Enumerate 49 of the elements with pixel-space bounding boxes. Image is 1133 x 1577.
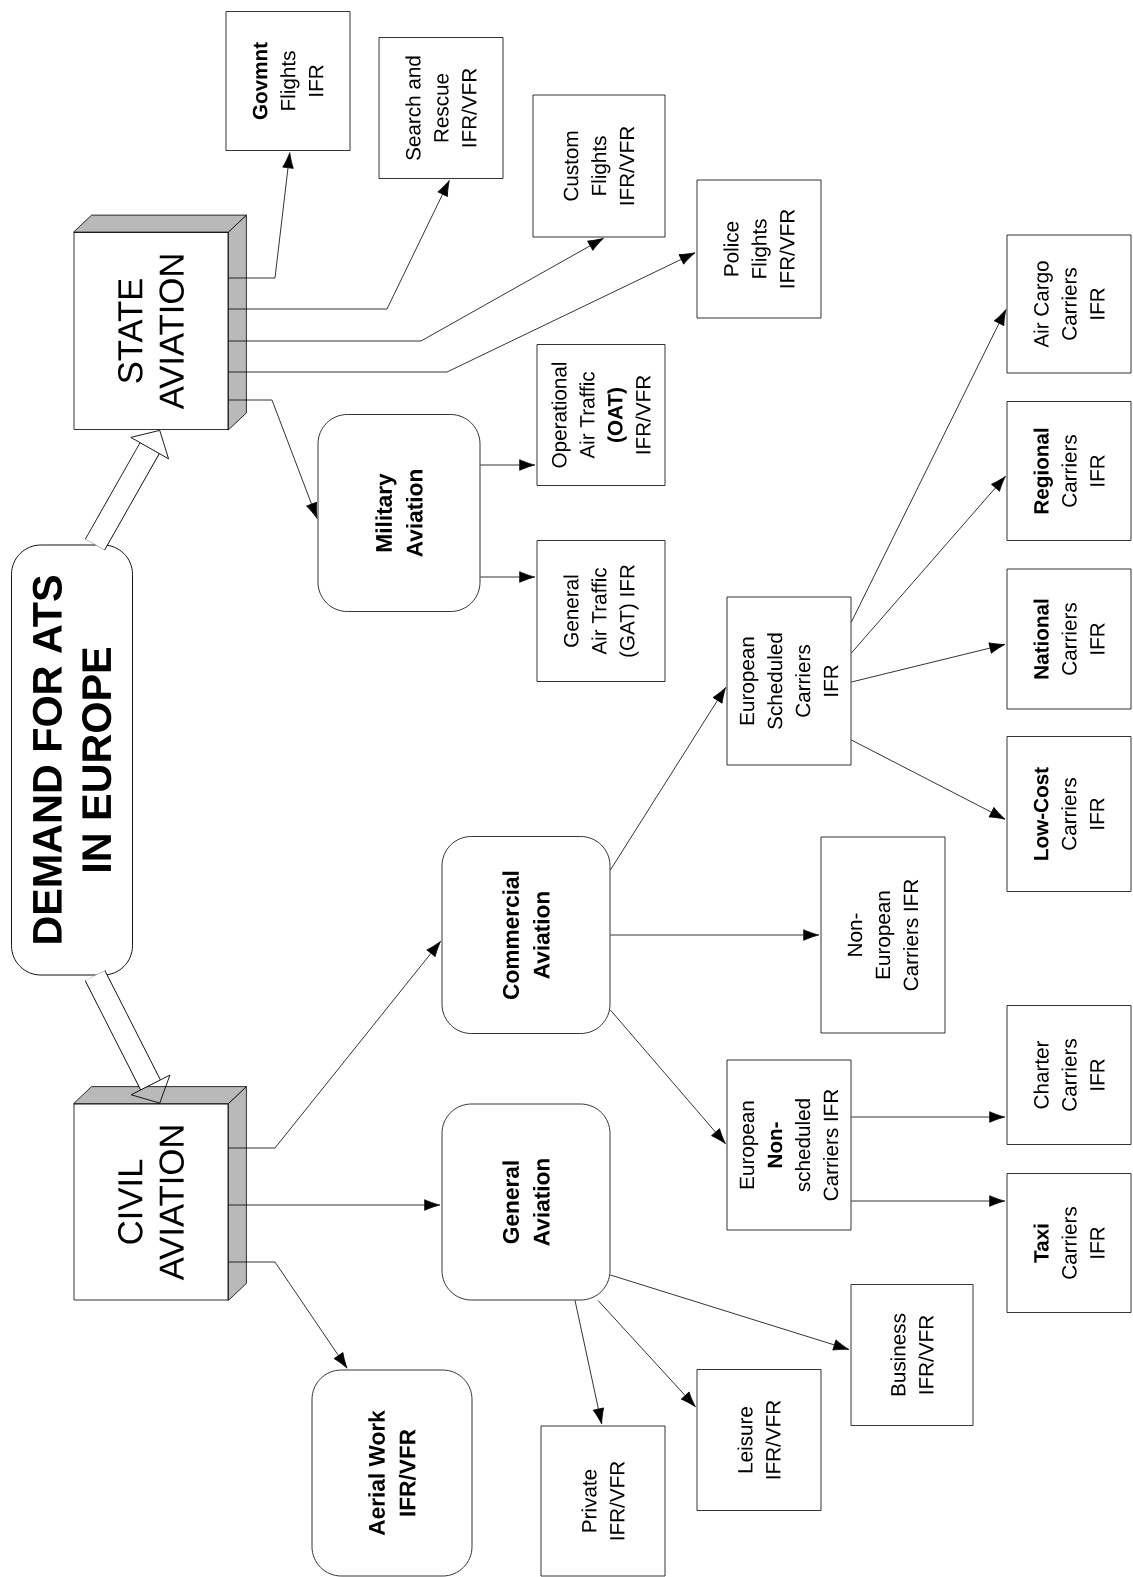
box: Search and Rescue IFR/VFR: [378, 37, 504, 179]
box: Low-Cost Carriers IFR: [1006, 736, 1132, 892]
arrow: [480, 459, 536, 471]
arrow: [228, 252, 696, 373]
box: National Carriers IFR: [1006, 568, 1132, 710]
box: Police Flights IFR/VFR: [696, 179, 822, 319]
box: Private IFR/VFR: [540, 1425, 666, 1577]
arrow: [610, 687, 727, 871]
arrow: [228, 941, 441, 1149]
box: Business IFR/VFR: [850, 1284, 974, 1426]
arrow: [480, 571, 536, 583]
arrow: [610, 1009, 726, 1145]
box: Custom Flights IFR/VFR: [532, 94, 666, 238]
box: Govmnt Flights IFR: [225, 11, 351, 151]
box: Charter Carriers IFR: [1006, 1005, 1132, 1145]
arrow: [851, 1111, 1006, 1123]
box: Leisure IFR/VFR: [696, 1369, 822, 1511]
arrow: [597, 1300, 696, 1408]
block-arrow: [85, 430, 169, 551]
rounded-box: Military Aviation: [317, 414, 481, 612]
arrow: [228, 237, 604, 342]
arrow: [851, 739, 1006, 820]
box: Air Cargo Carriers IFR: [1006, 234, 1132, 374]
box: Taxi Carriers IFR: [1006, 1173, 1132, 1313]
arrow: [228, 1261, 348, 1369]
box: Non-European Carriers IFR: [820, 836, 946, 1034]
arrow: [851, 1195, 1006, 1207]
arrow: [851, 475, 1006, 654]
box: European Non-scheduled Carriers IFR: [726, 1059, 852, 1231]
box: Operational Air Traffic (OAT) IFR/VFR: [536, 344, 666, 486]
rounded-box: General Aviation: [441, 1103, 611, 1301]
rounded-box: Aerial Work IFR/VFR: [311, 1369, 473, 1577]
arrow: [574, 1300, 605, 1425]
3d-box: CIVIL AVIATION: [73, 1086, 247, 1301]
arrow: [610, 929, 820, 941]
box: Regional Carriers IFR: [1006, 401, 1132, 541]
arrow: [228, 152, 294, 279]
box: European Scheduled Carriers IFR: [726, 596, 852, 766]
3d-box: STATE AVIATION: [73, 214, 247, 431]
arrow: [851, 642, 1006, 683]
title-box: DEMAND FOR ATS IN EUROPE: [11, 544, 133, 976]
arrow: [228, 399, 318, 519]
arrow: [610, 1274, 850, 1351]
rounded-box: Commercial Aviation: [441, 836, 611, 1034]
arrow: [228, 180, 450, 310]
block-arrow: [84, 970, 171, 1104]
arrow: [228, 1199, 441, 1211]
arrow: [851, 309, 1007, 623]
box: General Air Traffic (GAT) IFR: [536, 540, 666, 682]
